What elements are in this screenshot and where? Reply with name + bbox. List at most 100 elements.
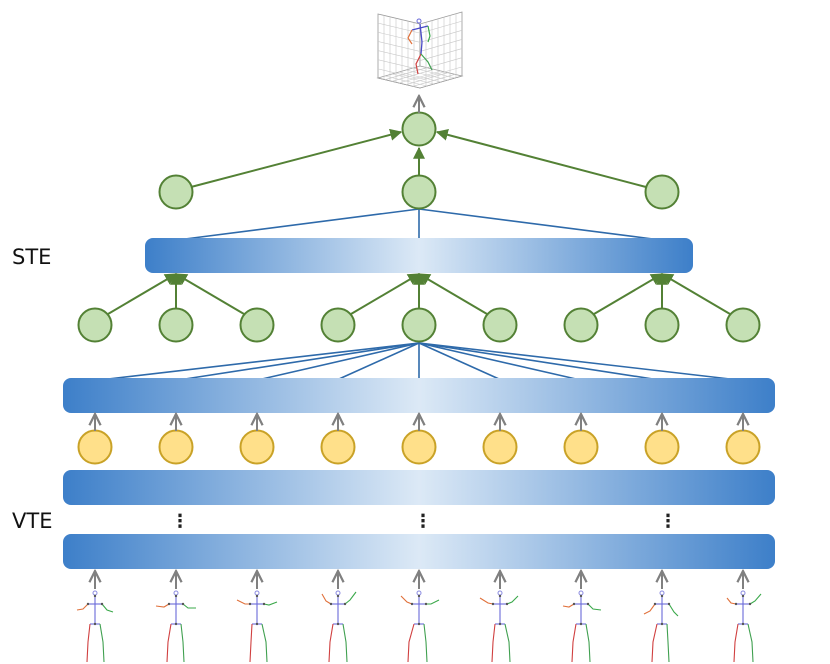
skeleton-head: [578, 590, 584, 596]
yellow-token-2: [239, 429, 275, 465]
yellow-token-5: [482, 429, 518, 465]
yellow-token-4: [401, 429, 437, 465]
skeleton-right-arm: [749, 593, 762, 605]
ellipsis-middle: ⋮: [414, 511, 432, 532]
skeleton-joint: [93, 594, 97, 598]
skeleton-right-leg: [585, 623, 591, 663]
skeleton-joint: [248, 602, 252, 606]
skeleton-joint: [100, 602, 104, 606]
green-token-3: [320, 307, 356, 343]
skeleton-joint: [748, 602, 752, 606]
skeleton-head: [335, 590, 341, 596]
skeleton-left-leg: [651, 623, 658, 663]
green-token-8: [725, 307, 761, 343]
yellow-token-7: [644, 429, 680, 465]
cube-pose-shoulders: [411, 25, 429, 31]
skeleton-right-arm: [263, 601, 278, 606]
skeleton-right-arm: [668, 603, 679, 617]
skeleton-joint: [424, 602, 428, 606]
skeleton-joint: [741, 594, 745, 598]
skeleton-joint: [181, 602, 185, 606]
skeleton-left-arm: [726, 597, 737, 605]
green-token-0: [77, 307, 113, 343]
skeleton-joint: [579, 594, 583, 598]
ste-group-arrow-1-0: [350, 273, 421, 315]
ste-transformer-bar: [145, 238, 693, 273]
skeleton-right-leg: [99, 623, 105, 663]
skeleton-left-arm: [236, 599, 250, 605]
skeleton-left-leg: [249, 623, 253, 663]
skeleton-right-leg: [747, 623, 754, 663]
skeleton-left-leg: [491, 623, 496, 663]
skeleton-left-leg: [733, 623, 739, 663]
flow-arrows: [95, 96, 743, 589]
green-token-4: [401, 307, 437, 343]
skeleton-head: [173, 590, 179, 596]
skeleton-joint: [579, 622, 583, 626]
ste-label: STE: [12, 245, 51, 269]
skeleton-joint: [653, 602, 657, 606]
2d-pose-skeleton-icon: [479, 590, 519, 663]
skeleton-joint: [336, 594, 340, 598]
cube-pose-right-leg: [420, 53, 433, 71]
2d-pose-skeleton-icon: [76, 590, 114, 663]
skeleton-joint: [667, 602, 671, 606]
skeleton-joint: [174, 622, 178, 626]
skeleton-left-arm: [400, 595, 413, 605]
skeleton-left-arm: [562, 603, 575, 608]
skeleton-left-arm: [76, 603, 89, 611]
skeleton-right-arm: [506, 595, 519, 605]
skeleton-head: [254, 590, 260, 596]
skeleton-joint: [491, 602, 495, 606]
skeleton-left-leg: [328, 623, 334, 663]
skeleton-joint: [498, 622, 502, 626]
connection-lines: [107, 208, 731, 380]
cube-left-grid-v: [377, 68, 421, 80]
green-token-7: [644, 307, 680, 343]
skeleton-head: [659, 590, 665, 596]
skeleton-joint: [417, 594, 421, 598]
cube-pose-right-arm: [427, 25, 431, 43]
skeleton-right-leg: [342, 623, 348, 663]
skeleton-joint: [167, 602, 171, 606]
skeleton-head: [740, 590, 746, 596]
skeleton-left-leg: [571, 623, 577, 663]
skeleton-right-leg: [666, 623, 670, 663]
skeleton-joint: [174, 594, 178, 598]
yellow-token-1: [158, 429, 194, 465]
2d-pose-skeleton-icon: [321, 590, 357, 663]
skeleton-left-leg: [86, 623, 91, 663]
skeleton-joint: [255, 622, 259, 626]
2d-pose-skeleton-icon: [643, 590, 679, 663]
ellipsis-right: ⋮: [659, 511, 677, 532]
skeleton-joint: [498, 594, 502, 598]
skeleton-joint: [262, 602, 266, 606]
upper-token-center: [401, 174, 437, 210]
input-2d-poses: [76, 590, 762, 663]
upper-token-left: [158, 174, 194, 210]
fan-line-1: [184, 342, 420, 380]
final-arrow-right: [435, 128, 647, 188]
cube-pose-head: [416, 18, 422, 24]
skeleton-joint: [417, 622, 421, 626]
vte-output-bar: [63, 378, 775, 413]
token-nodes: [77, 111, 761, 465]
2d-pose-skeleton-icon: [155, 590, 196, 663]
skeleton-joint: [586, 602, 590, 606]
skeleton-right-arm: [101, 603, 114, 613]
vte-layer-bar-top: [63, 470, 775, 505]
skeleton-left-arm: [479, 597, 494, 605]
fan-line-5: [418, 342, 500, 380]
2d-pose-skeleton-icon: [400, 590, 440, 663]
cube-left-grid-v: [377, 50, 421, 61]
yellow-token-3: [320, 429, 356, 465]
skeleton-joint: [410, 602, 414, 606]
cube-floor-grid-v: [412, 67, 456, 79]
cube-left-grid-v: [377, 22, 421, 34]
yellow-token-8: [725, 429, 761, 465]
skeleton-right-arm: [426, 599, 440, 605]
skeleton-joint: [741, 622, 745, 626]
cube-right-grid-v: [419, 20, 463, 34]
cube-left-grid-v: [377, 31, 421, 43]
ste-fan-left: [184, 208, 420, 240]
